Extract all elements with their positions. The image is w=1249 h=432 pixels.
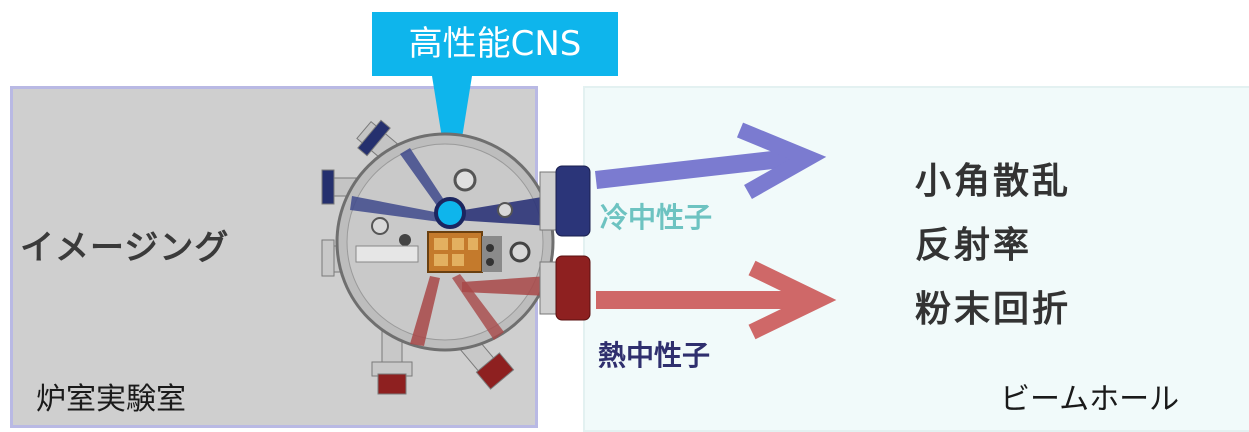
imaging-label: イメージング — [20, 228, 230, 268]
inlet-pipe — [355, 245, 419, 263]
beam-hall-label: ビームホール — [1000, 382, 1180, 417]
application-reflectometry: 反射率 — [915, 225, 1033, 266]
cns-source-dot — [434, 197, 466, 229]
thermal-beam-flange — [539, 255, 591, 321]
cold-neutron-label: 冷中性子 — [600, 201, 713, 234]
port-hole — [453, 168, 477, 192]
application-powder-diffraction: 粉末回折 — [915, 289, 1072, 330]
cold-guide-top — [400, 148, 448, 210]
thermal-neutron-arrow — [596, 260, 837, 340]
beam-hall-zone — [583, 86, 1249, 432]
cold-guide-left — [350, 196, 445, 222]
cold-beam-flange — [539, 165, 591, 237]
application-sans: 小角散乱 — [915, 161, 1072, 202]
beamhall-applications: 小角散乱 反射率 粉末回折 — [915, 150, 1071, 342]
thermal-guide-lower — [410, 276, 440, 346]
thermal-guide-right — [462, 276, 548, 296]
cns-callout-label: 高性能CNS — [372, 12, 618, 76]
thermal-guide-lower2 — [452, 274, 504, 340]
cold-neutron-arrow — [594, 122, 827, 199]
reactor-room-label: 炉室実験室 — [36, 382, 186, 417]
thermal-neutron-label: 熱中性子 — [598, 339, 711, 372]
